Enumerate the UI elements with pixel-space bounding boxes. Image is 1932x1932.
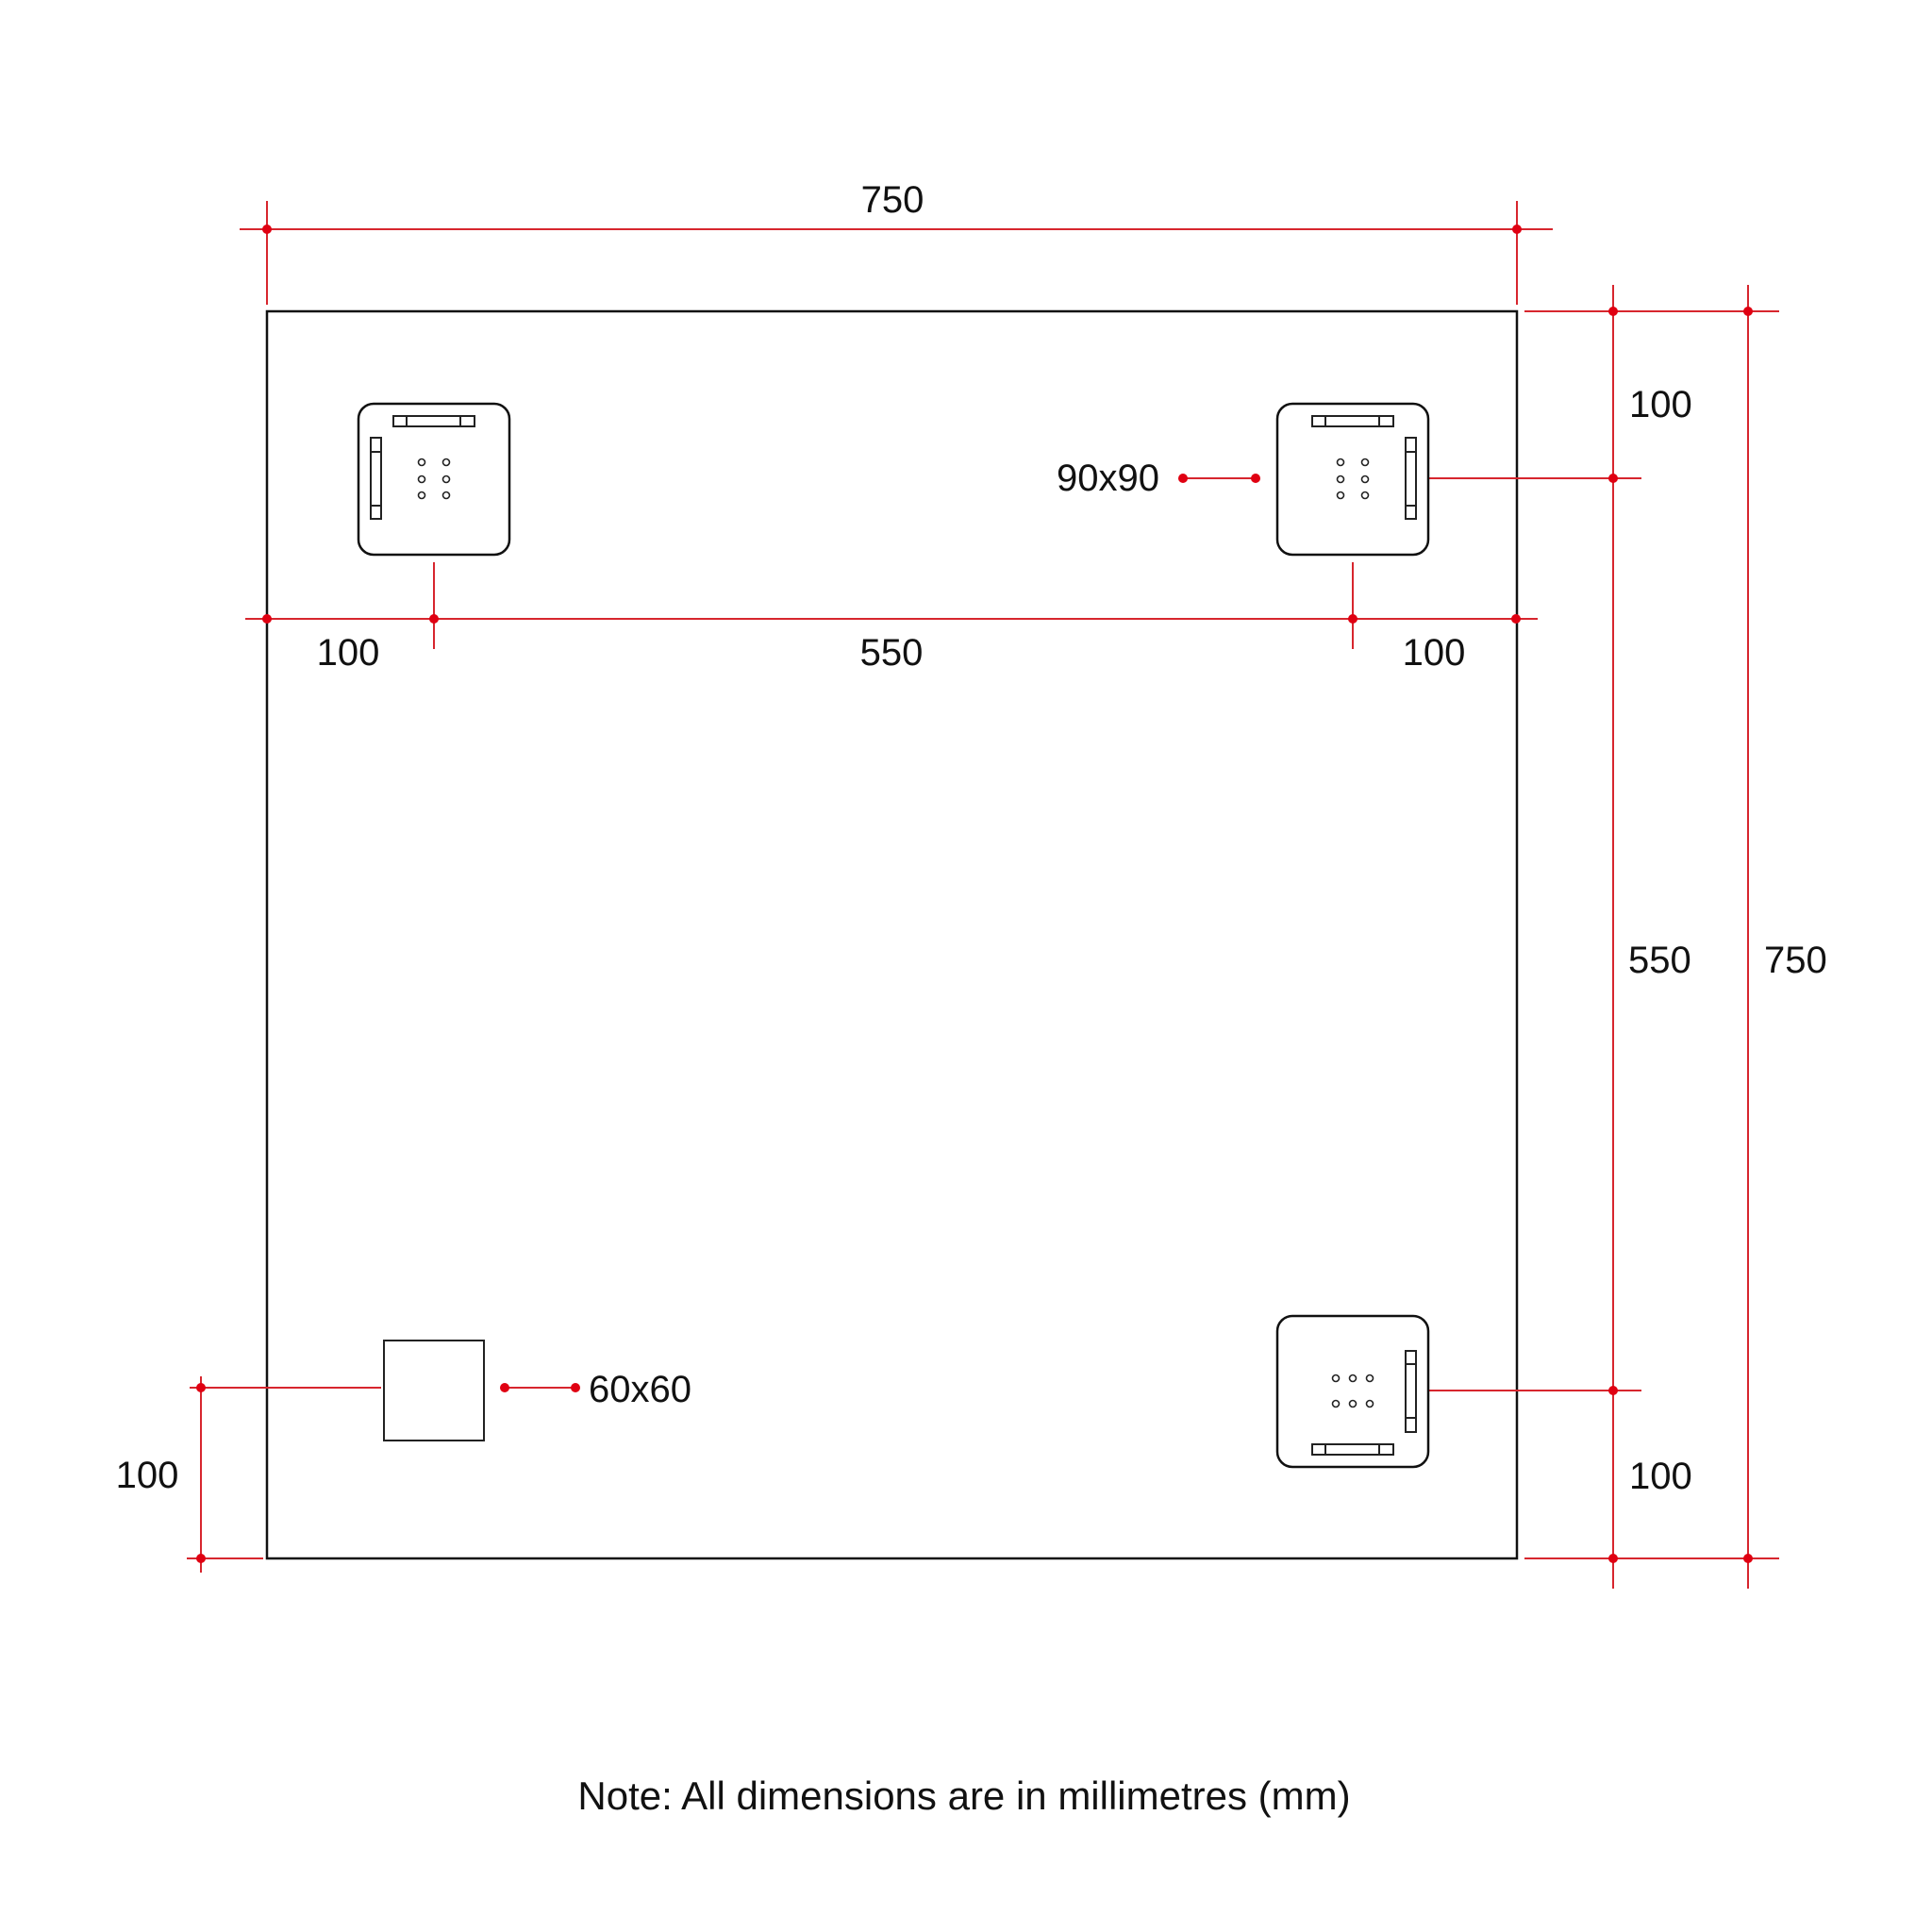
top-width-dimension: 750 xyxy=(240,179,1553,305)
bracket-size-callout: 90x90 xyxy=(1057,458,1260,499)
left-bottom-dimension: 100 xyxy=(116,1376,381,1573)
bracket-left-offset-label: 100 xyxy=(317,632,380,674)
small-square-60x60 xyxy=(383,1340,485,1441)
right-inner-height-label: 550 xyxy=(1628,940,1691,981)
bracket-right-offset-label: 100 xyxy=(1403,632,1466,674)
right-dimensions: 100 550 750 100 xyxy=(1428,285,1827,1589)
small-square-callout: 60x60 xyxy=(500,1369,691,1410)
left-bottom-offset-label: 100 xyxy=(116,1455,179,1496)
right-bottom-offset-label: 100 xyxy=(1629,1456,1692,1497)
bracket-spacing-label: 550 xyxy=(860,632,924,674)
panel-outline xyxy=(265,309,1519,1560)
small-square-size-label: 60x60 xyxy=(589,1369,691,1410)
bracket-bottom-right xyxy=(1275,1314,1430,1469)
bracket-size-label: 90x90 xyxy=(1057,458,1159,499)
units-note: Note: All dimensions are in millimetres … xyxy=(577,1774,1350,1818)
right-overall-height-label: 750 xyxy=(1764,940,1827,981)
top-width-label: 750 xyxy=(861,179,924,221)
bracket-row-dimension: 100 550 100 xyxy=(245,562,1538,674)
right-top-offset-label: 100 xyxy=(1629,384,1692,425)
bracket-top-right xyxy=(1275,402,1430,557)
bracket-top-left xyxy=(357,402,511,557)
